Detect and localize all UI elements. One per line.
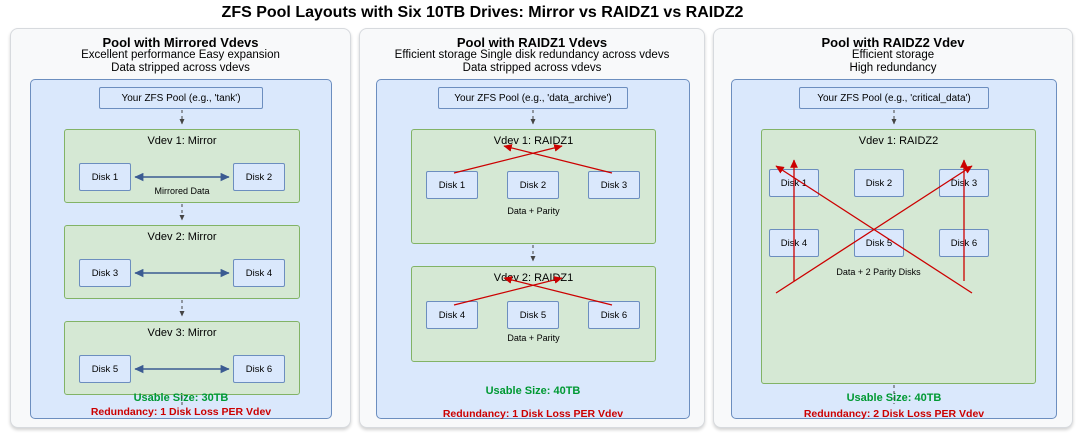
disk-box: Disk 6 [233, 355, 285, 383]
panel-raidz1-vdevs: Pool with RAIDZ1 Vdevs Efficient storage… [359, 28, 705, 428]
vdev-note: Mirrored Data [154, 186, 210, 196]
vdev-label: Vdev 1: Mirror [147, 135, 217, 147]
disk-box: Disk 1 [769, 169, 819, 197]
panel-title: Pool with RAIDZ1 Vdevs [456, 35, 608, 50]
vdev-label: Vdev 1: RAIDZ2 [858, 135, 939, 147]
vdev-note: Data + 2 Parity Disks [836, 267, 921, 277]
disk-box: Disk 5 [79, 355, 131, 383]
pool-name-label: Your ZFS Pool (e.g., 'critical_data') [799, 87, 989, 109]
pool-name-label: Your ZFS Pool (e.g., 'tank') [99, 87, 263, 109]
redundancy-label: Redundancy: 2 Disk Loss PER Vdev [803, 408, 985, 420]
panel-subtitle-line1: Efficient storage [851, 49, 935, 61]
disk-box: Disk 1 [426, 171, 478, 199]
disk-box: Disk 4 [769, 229, 819, 257]
redundancy-label: Redundancy: 1 Disk Loss PER Vdev [90, 406, 272, 418]
panel-title: Pool with Mirrored Vdevs [102, 35, 259, 50]
vdev-label: Vdev 1: RAIDZ1 [493, 135, 574, 147]
panel-mirrored-vdevs: Pool with Mirrored Vdevs Excellent perfo… [10, 28, 351, 428]
vdev-label: Vdev 2: Mirror [147, 231, 217, 243]
disk-box: Disk 4 [426, 301, 478, 329]
panel-raidz2-vdev: Pool with RAIDZ2 Vdev Efficient storage … [713, 28, 1073, 428]
redundancy-label: Redundancy: 1 Disk Loss PER Vdev [442, 408, 624, 420]
vdev-label: Vdev 3: Mirror [147, 327, 217, 339]
disk-box: Disk 6 [588, 301, 640, 329]
disk-box: Disk 6 [939, 229, 989, 257]
panel-subtitle-line2: Data stripped across vdevs [462, 62, 602, 74]
usable-size-label: Usable Size: 30TB [133, 392, 229, 404]
disk-box: Disk 2 [507, 171, 559, 199]
disk-box: Disk 5 [854, 229, 904, 257]
disk-box: Disk 2 [233, 163, 285, 191]
disk-box: Disk 3 [939, 169, 989, 197]
disk-box: Disk 3 [79, 259, 131, 287]
panel-title: Pool with RAIDZ2 Vdev [821, 35, 965, 50]
vdev-note: Data + Parity [507, 206, 560, 216]
disk-box: Disk 2 [854, 169, 904, 197]
disk-box: Disk 3 [588, 171, 640, 199]
usable-size-label: Usable Size: 40TB [846, 392, 942, 404]
panel-subtitle-line1: Efficient storage Single disk redundancy… [394, 49, 670, 61]
panel-subtitle-line1: Excellent performance Easy expansion [81, 49, 280, 61]
disk-box: Disk 5 [507, 301, 559, 329]
pool-name-label: Your ZFS Pool (e.g., 'data_archive') [438, 87, 628, 109]
diagram-title: ZFS Pool Layouts with Six 10TB Drives: M… [221, 4, 744, 21]
panel-subtitle-line2: High redundancy [849, 62, 937, 74]
vdev-note: Data + Parity [507, 333, 560, 343]
vdev-label: Vdev 2: RAIDZ1 [493, 272, 574, 284]
disk-box: Disk 4 [233, 259, 285, 287]
panel-subtitle-line2: Data stripped across vdevs [111, 62, 250, 74]
disk-box: Disk 1 [79, 163, 131, 191]
usable-size-label: Usable Size: 40TB [485, 385, 581, 397]
